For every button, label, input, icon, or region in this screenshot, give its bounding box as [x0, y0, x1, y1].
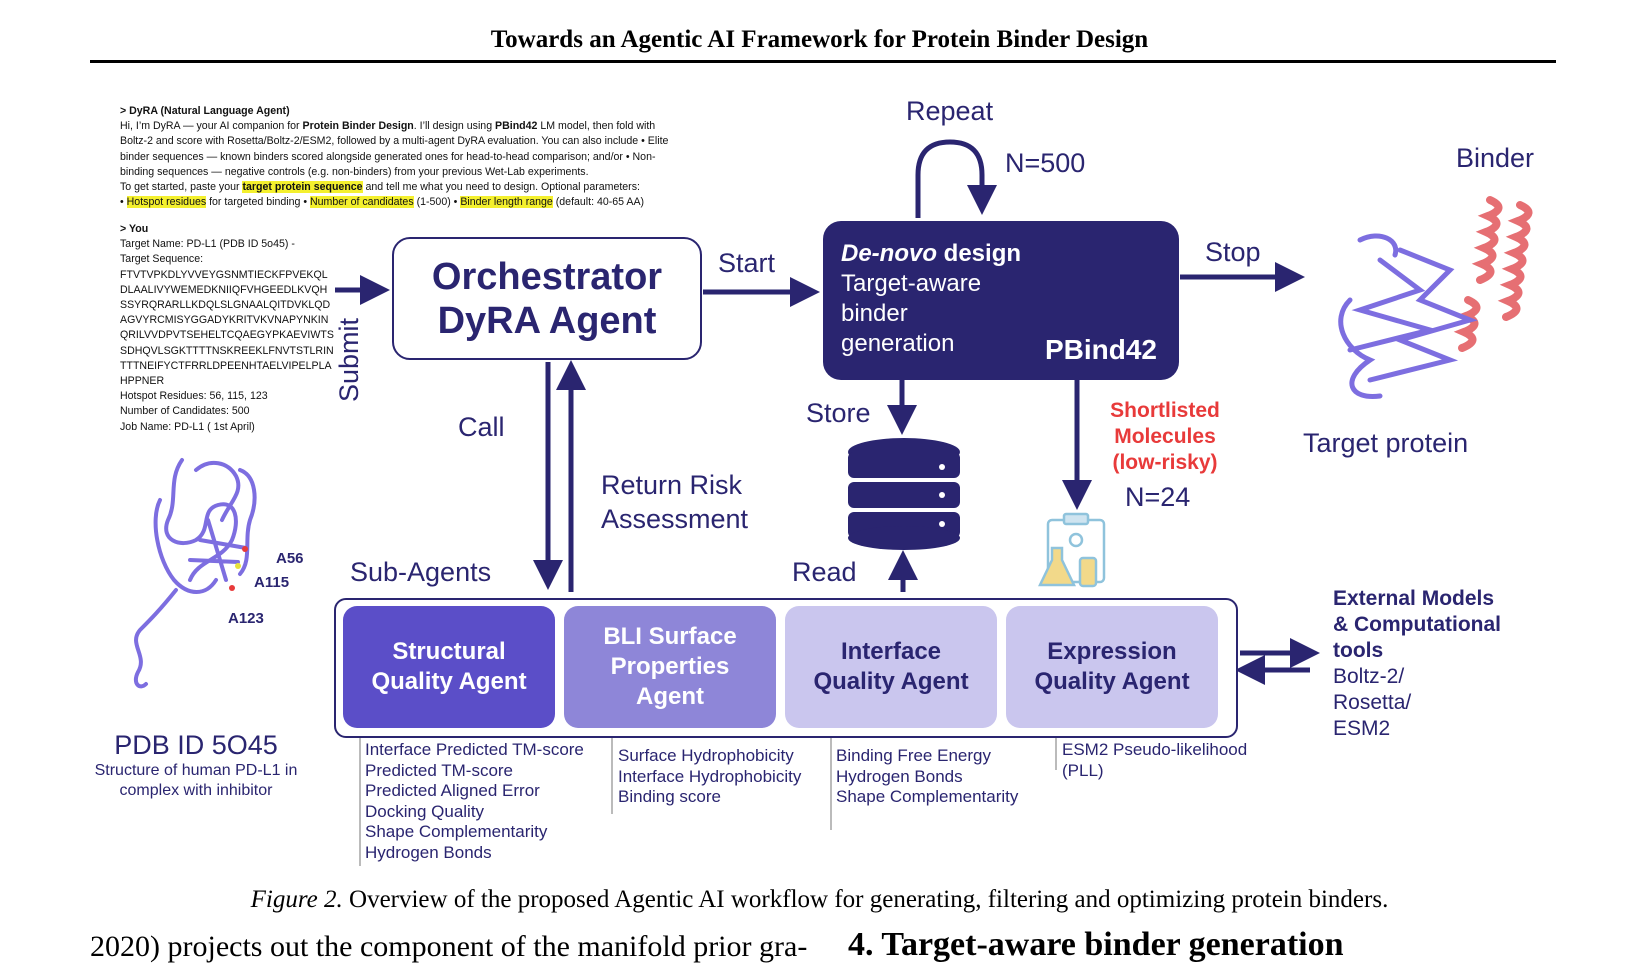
chat-user-line: Job Name: PD-L1 ( 1st April): [120, 420, 255, 433]
metric-item: Hydrogen Bonds: [836, 766, 963, 786]
metric-item: Binding Free Energy: [836, 746, 991, 765]
stop-label: Stop: [1205, 237, 1261, 267]
chat-transcript: > DyRA (Natural Language Agent) Hi, I’m …: [120, 104, 720, 210]
chat-user-line: Target Name: PD-L1 (PDB ID 5o45) -: [120, 238, 295, 251]
metric-item: ESM2 Pseudo-likelihood: [1062, 740, 1248, 759]
running-header: Towards an Agentic AI Framework for Prot…: [490, 26, 1149, 53]
figure-caption: Figure 2. Overview of the proposed Agent…: [250, 886, 1389, 913]
chat-user-label: > You: [120, 223, 149, 235]
hotspot-residue-labels: A56 A115 A123: [228, 540, 304, 638]
metric-item: Interface Hydrophobicity: [618, 766, 802, 786]
repeat-label: Repeat: [906, 96, 994, 126]
chat-user-line: SSYRQRARLLKDQLSLGNAALQITDVKLQD: [120, 299, 331, 312]
chat-user-line: Target Sequence:: [120, 253, 204, 266]
return-risk-label: Return Risk Assessment: [601, 470, 749, 534]
metric-item: Shape Complementarity: [365, 822, 548, 841]
binder-target-structure-image: [1338, 196, 1533, 399]
chat-user-line: TTTNEIFYCTFRRLDPEENHTAELVIPELPLA: [120, 359, 332, 372]
body-text-line: 2020) projects out the component of the …: [90, 930, 808, 963]
sub-agents-label: Sub-Agents: [350, 557, 492, 587]
residue-a56: A56: [276, 550, 304, 567]
metric-item: Hydrogen Bonds: [365, 842, 492, 862]
metric-item: Shape Complementarity: [836, 787, 1019, 806]
denovo-line-3: binder: [841, 300, 908, 327]
chat-agent-line-5: To get started, paste your target protei…: [120, 181, 640, 194]
sub-agent-title-line: Quality Agent: [1034, 668, 1190, 695]
pbind42-label: PBind42: [1044, 334, 1157, 365]
shortlisted-molecules-label: Shortlisted Molecules (low-risky): [1110, 399, 1220, 474]
chat-user-line: HPPNER: [120, 375, 165, 388]
denovo-line-4: generation: [841, 330, 955, 357]
sub-agent-metrics: ESM2 Pseudo-likelihood(PLL): [1062, 740, 1247, 781]
n500-label: N=500: [1005, 148, 1086, 178]
header-rule: [90, 60, 1556, 63]
sub-agent-title-line: Agent: [636, 683, 704, 710]
metric-item: Docking Quality: [365, 801, 485, 821]
metric-item: Predicted TM-score: [365, 760, 514, 780]
chat-agent-line-3: binder sequences — known binders scored …: [120, 150, 656, 163]
denovo-line-2: Target-aware: [841, 270, 982, 297]
chat-user-line: FTVTVPKDLYVVEYGSNMTIECKFPVEKQL: [120, 268, 328, 281]
sub-agent-title-line: BLI Surface: [603, 623, 737, 650]
pdb-caption: PDB ID 5O45 Structure of human PD-L1 in …: [70, 730, 322, 801]
chat-agent-line-2: Boltz-2 and score with Rosetta/Boltz-2/E…: [120, 135, 669, 148]
residue-a115: A115: [254, 574, 290, 591]
denovo-italic: De-novo: [841, 240, 937, 267]
chat-user-line: QRILVVDPVTSEHELTCQAEGYPKAEVIWTS: [120, 329, 334, 342]
orchestrator-subtitle: DyRA Agent: [437, 300, 657, 342]
orchestrator-title: Orchestrator: [431, 256, 663, 298]
chat-agent-line-4: binding sequences — negative controls (e…: [120, 165, 589, 178]
sub-agent-title-line: Structural: [392, 638, 506, 665]
sub-agent-title-line: Interface: [840, 638, 942, 665]
start-label: Start: [718, 248, 776, 278]
metric-item: Surface Hydrophobicity: [618, 746, 794, 765]
store-label: Store: [806, 398, 871, 428]
pdl1-structure-image: [133, 458, 257, 689]
hotspot-markers: [229, 546, 248, 591]
chat-user-line: Number of Candidates: 500: [120, 405, 250, 418]
denovo-design-word: design: [937, 240, 1022, 267]
chat-user-message: > You Target Name: PD-L1 (PDB ID 5o45) -…: [120, 222, 360, 435]
chat-user-line: AGVYRCMISYGGADYKRITVKVNAPYNKIN: [120, 314, 329, 327]
sub-agent-title-line: Quality Agent: [371, 668, 527, 695]
repeat-loop-arrow: [915, 139, 997, 218]
chat-agent-label: > DyRA (Natural Language Agent): [120, 105, 290, 117]
chat-user-line: SDHQVLSGKTTTTNSKREEKLFNVTSTLRIN: [120, 344, 334, 357]
sub-agent-title-line: Quality Agent: [813, 668, 969, 695]
submit-label: Submit: [334, 317, 364, 402]
chat-agent-line-6: • Hotspot residues for targeted binding …: [120, 196, 645, 209]
chat-user-line: DLAALIVYWEMEDKNIIQFVHGEEDLKVQH: [120, 283, 328, 296]
read-label: Read: [792, 557, 857, 587]
lab-report-icon: [1038, 512, 1106, 588]
metric-item: Predicted Aligned Error: [365, 781, 540, 800]
metric-item: Binding score: [618, 787, 722, 806]
call-label: Call: [458, 412, 505, 442]
chat-agent-line-1: Hi, I’m DyRA — your AI companion for Pro…: [120, 120, 656, 133]
orchestrator-agent-box: Orchestrator DyRA Agent: [392, 237, 702, 360]
n24-label: N=24: [1125, 482, 1191, 512]
sub-agent-title-line: Expression: [1047, 638, 1177, 665]
database-icon: [848, 438, 960, 550]
metric-item: Interface Predicted TM-score: [365, 740, 584, 759]
target-protein-label: Target protein: [1303, 428, 1469, 458]
section-heading: 4. Target-aware binder generation: [848, 926, 1344, 963]
residue-a123: A123: [228, 610, 264, 627]
denovo-design-box: De-novo design Target-aware binder gener…: [823, 221, 1179, 380]
pdb-id-title: PDB ID 5O45: [114, 730, 278, 760]
external-models-label: External Models & Computational tools Bo…: [1333, 587, 1501, 740]
sub-agent-title-line: Properties: [610, 653, 730, 680]
metric-item: (PLL): [1062, 760, 1104, 780]
chat-user-line: Hotspot Residues: 56, 115, 123: [120, 390, 268, 403]
binder-label: Binder: [1456, 143, 1535, 173]
